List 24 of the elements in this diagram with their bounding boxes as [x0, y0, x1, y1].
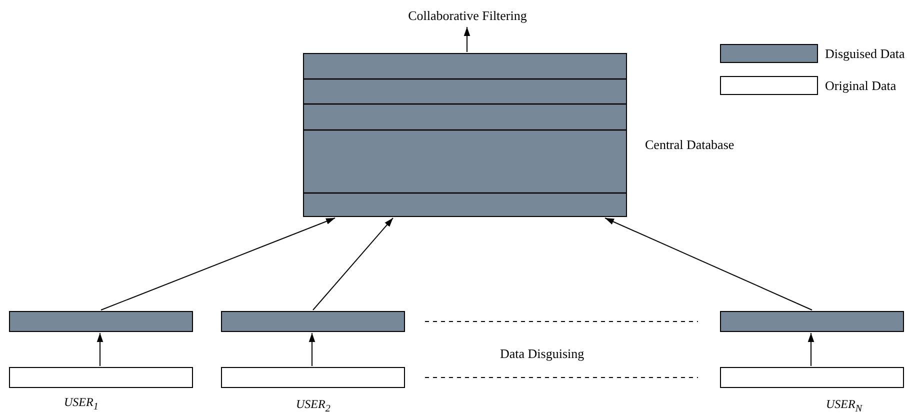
dashed-line	[424, 377, 698, 378]
data-bar	[9, 367, 193, 388]
node-caption: USER$_{N}$	[826, 397, 862, 414]
data-bar	[221, 311, 405, 332]
legend-label: Original Data	[825, 78, 896, 94]
node-caption: USER$_{1}$	[64, 395, 98, 412]
data-bar	[720, 311, 904, 332]
node-caption: Central Database	[645, 137, 734, 153]
database-table	[303, 53, 627, 217]
arrow	[96, 332, 104, 366]
arrow	[312, 218, 394, 310]
output-label: Collaborative Filtering	[395, 6, 540, 26]
data-bar	[9, 311, 193, 332]
arrow	[100, 218, 336, 310]
node-caption: USER$_{2}$	[296, 397, 330, 414]
arrow	[308, 332, 316, 366]
arrow	[604, 218, 812, 310]
arrow	[808, 332, 814, 366]
dashed-line	[424, 321, 698, 322]
legend-label: Disguised Data	[825, 46, 905, 62]
data-bar	[221, 367, 405, 388]
data-bar	[720, 367, 904, 388]
arrow	[464, 26, 470, 52]
section-label: Data Disguising	[500, 346, 584, 362]
